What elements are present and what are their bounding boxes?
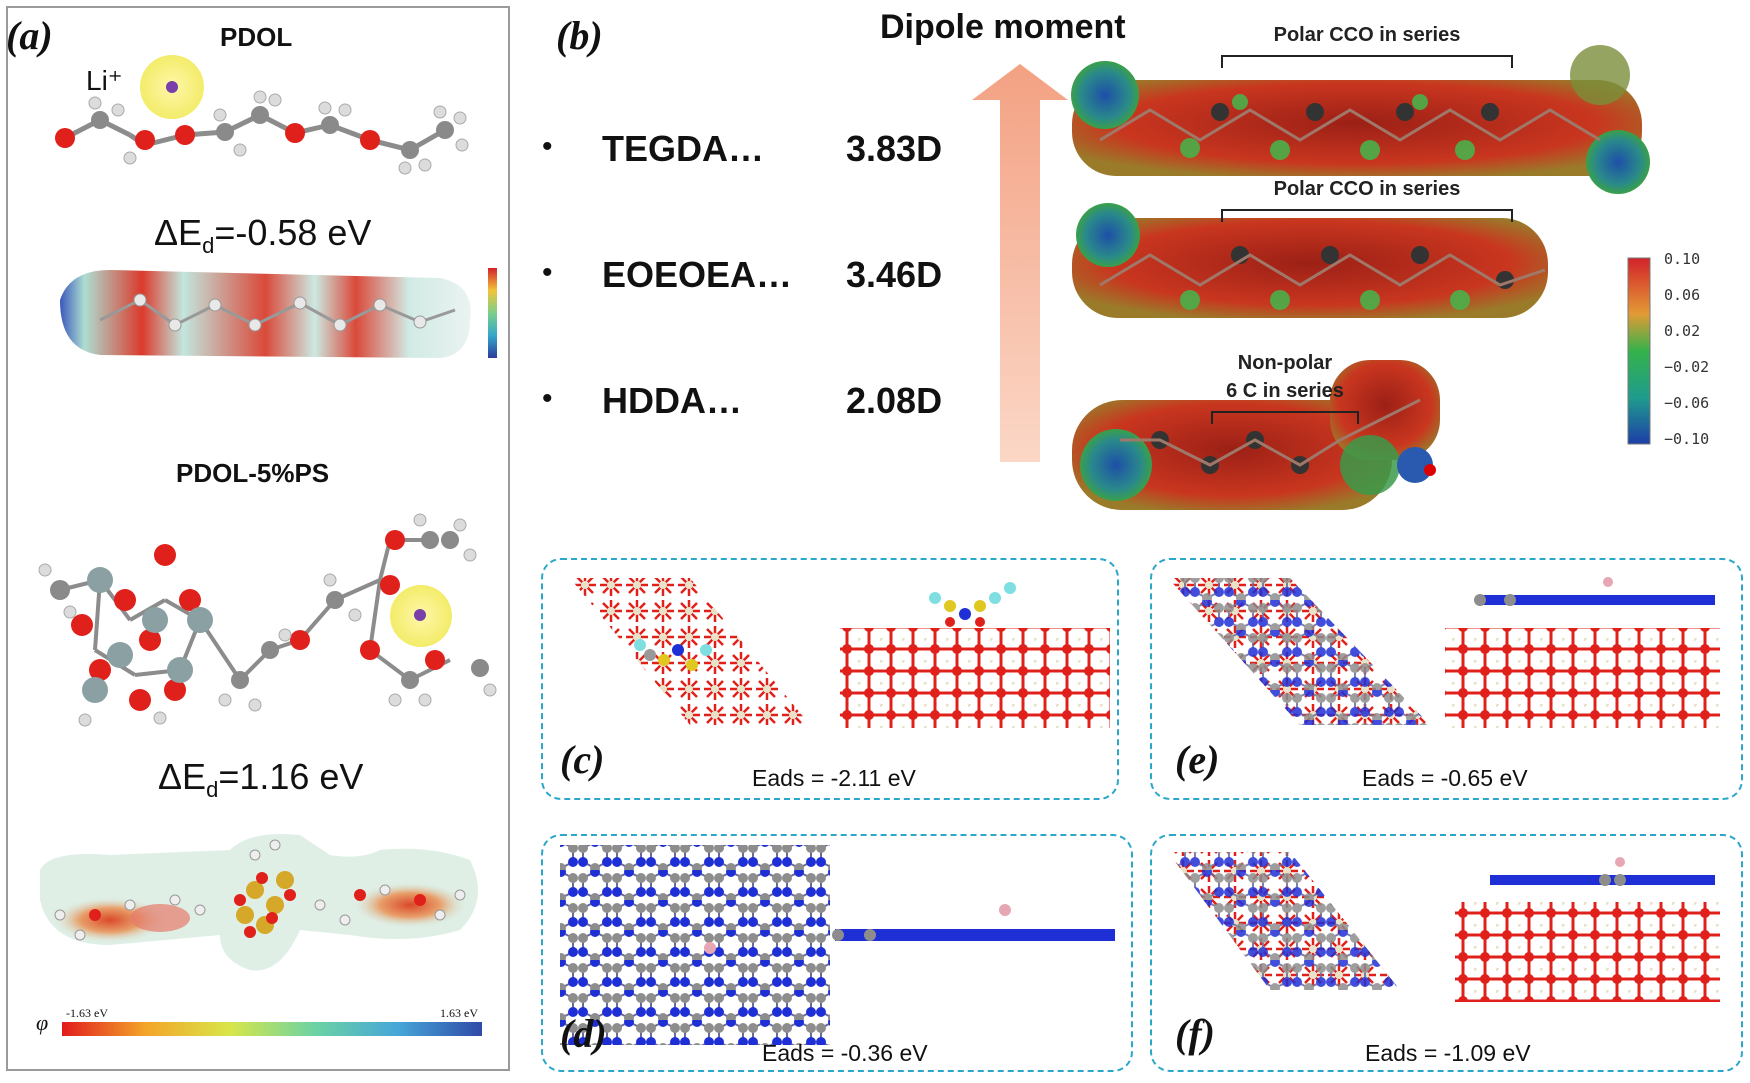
pdol-c-1 (91, 111, 109, 129)
phi-colorbar (62, 1022, 482, 1036)
de2-label: ΔEd=1.16 eV (158, 756, 363, 803)
pdol-ps-title: PDOL-5%PS (176, 458, 330, 488)
eoeoea-esp (1072, 203, 1548, 318)
panel-e-eads: Eads = -0.65 eV (1362, 765, 1528, 791)
panel-e-side-view (1445, 628, 1720, 728)
de1-prefix: ΔE (154, 212, 203, 253)
cb-tick-6: −0.10 (1664, 430, 1710, 448)
cb-tick-3: 0.02 (1664, 322, 1701, 340)
hdda-esp-label-2: 6 C in series (1226, 380, 1344, 402)
list-bullet-3: • (542, 382, 553, 415)
panel-a-letter: (a) (6, 13, 53, 58)
panel-c-adsorbate-side (929, 582, 1016, 627)
panel-c-adsorbate-top (634, 639, 712, 671)
pdol-o-5 (360, 130, 380, 150)
phi-max: 1.63 eV (440, 1006, 478, 1020)
cb-tick-1: 0.10 (1664, 250, 1701, 268)
panel-c-side-view (840, 628, 1110, 728)
pdol-o-2 (135, 130, 155, 150)
panel-f-box (1150, 834, 1743, 1072)
dipole-moment-title: Dipole moment (880, 8, 1126, 46)
phi-symbol: φ (36, 1010, 49, 1035)
panel-d-eads: Eads = -0.36 eV (762, 1040, 928, 1066)
tegda-esp-label: Polar CCO in series (1273, 24, 1461, 46)
list-bullet-2: • (542, 256, 553, 289)
eoeoea-value: 3.46D (846, 254, 943, 295)
de2-prefix: ΔE (158, 756, 207, 797)
de1-value: =-0.58 eV (214, 212, 372, 253)
hdda-esp (1072, 360, 1440, 510)
list-bullet-1: • (542, 130, 553, 163)
de2-sub: d (206, 777, 219, 803)
li-ion-core (166, 81, 178, 93)
de1-label: ΔEd=-0.58 eV (154, 212, 371, 259)
panel-c-box (541, 558, 1119, 800)
cb-tick-5: −0.06 (1664, 394, 1710, 412)
tegda-esp (1071, 45, 1650, 194)
de1-sub: d (202, 233, 215, 259)
tegda-bracket (1221, 55, 1513, 68)
pdol-c-2 (216, 123, 234, 141)
pdol-o-1 (55, 128, 75, 148)
panel-e-cn-layer-side (1474, 577, 1715, 606)
panel-c-letter: (c) (560, 737, 605, 782)
pdol-o-3 (175, 125, 195, 145)
panel-f-cn-layer-side (1490, 857, 1715, 886)
li-atom-f (1615, 857, 1625, 867)
hdda-name: HDDA… (602, 380, 742, 421)
phi-min: -1.63 eV (66, 1006, 108, 1020)
panel-d-box (541, 834, 1133, 1072)
panel-f-eads: Eads = -1.09 eV (1365, 1040, 1531, 1066)
li-ion-core-2 (414, 609, 426, 621)
li-atom-e (1603, 577, 1613, 587)
panel-d-letter: (d) (560, 1011, 607, 1056)
tegda-value: 3.83D (846, 128, 943, 169)
li-atom-d-side (999, 904, 1011, 916)
pdol-c-4 (321, 116, 339, 134)
hdda-value: 2.08D (846, 380, 943, 421)
panel-f-side-view (1455, 902, 1720, 1002)
pdol-c-6 (436, 121, 454, 139)
pdol-o-4 (285, 123, 305, 143)
panel-e-box (1150, 558, 1743, 800)
eoeoea-name: EOEOEA… (602, 254, 793, 295)
eoeoea-bracket (1221, 209, 1513, 222)
panel-c-eads: Eads = -2.11 eV (752, 765, 916, 791)
pdol-esp-colorbar (488, 268, 497, 358)
cb-tick-2: 0.06 (1664, 286, 1701, 304)
esp-colorbar (1627, 257, 1651, 445)
li-atom-d-top (704, 942, 716, 954)
pdol-title: PDOL (220, 22, 293, 52)
panel-e-letter: (e) (1175, 737, 1220, 782)
panel-a-frame (6, 6, 510, 1071)
cb-tick-4: −0.02 (1664, 358, 1710, 376)
panel-d-side-view (832, 904, 1115, 941)
panel-b-letter: (b) (556, 13, 603, 58)
hdda-bracket (1211, 411, 1359, 424)
li-ion-label: Li⁺ (86, 65, 123, 96)
pdol-c-3 (251, 106, 269, 124)
panel-f-letter: (f) (1175, 1011, 1215, 1056)
panel-c-top-view (570, 578, 810, 725)
panel-d-top-view (560, 845, 830, 1045)
tegda-name: TEGDA… (602, 128, 764, 169)
hdda-esp-label-1: Non-polar (1237, 352, 1333, 374)
de2-value: =1.16 eV (218, 756, 364, 797)
pdol-c-5 (401, 141, 419, 159)
eoeoea-esp-label: Polar CCO in series (1273, 178, 1461, 200)
